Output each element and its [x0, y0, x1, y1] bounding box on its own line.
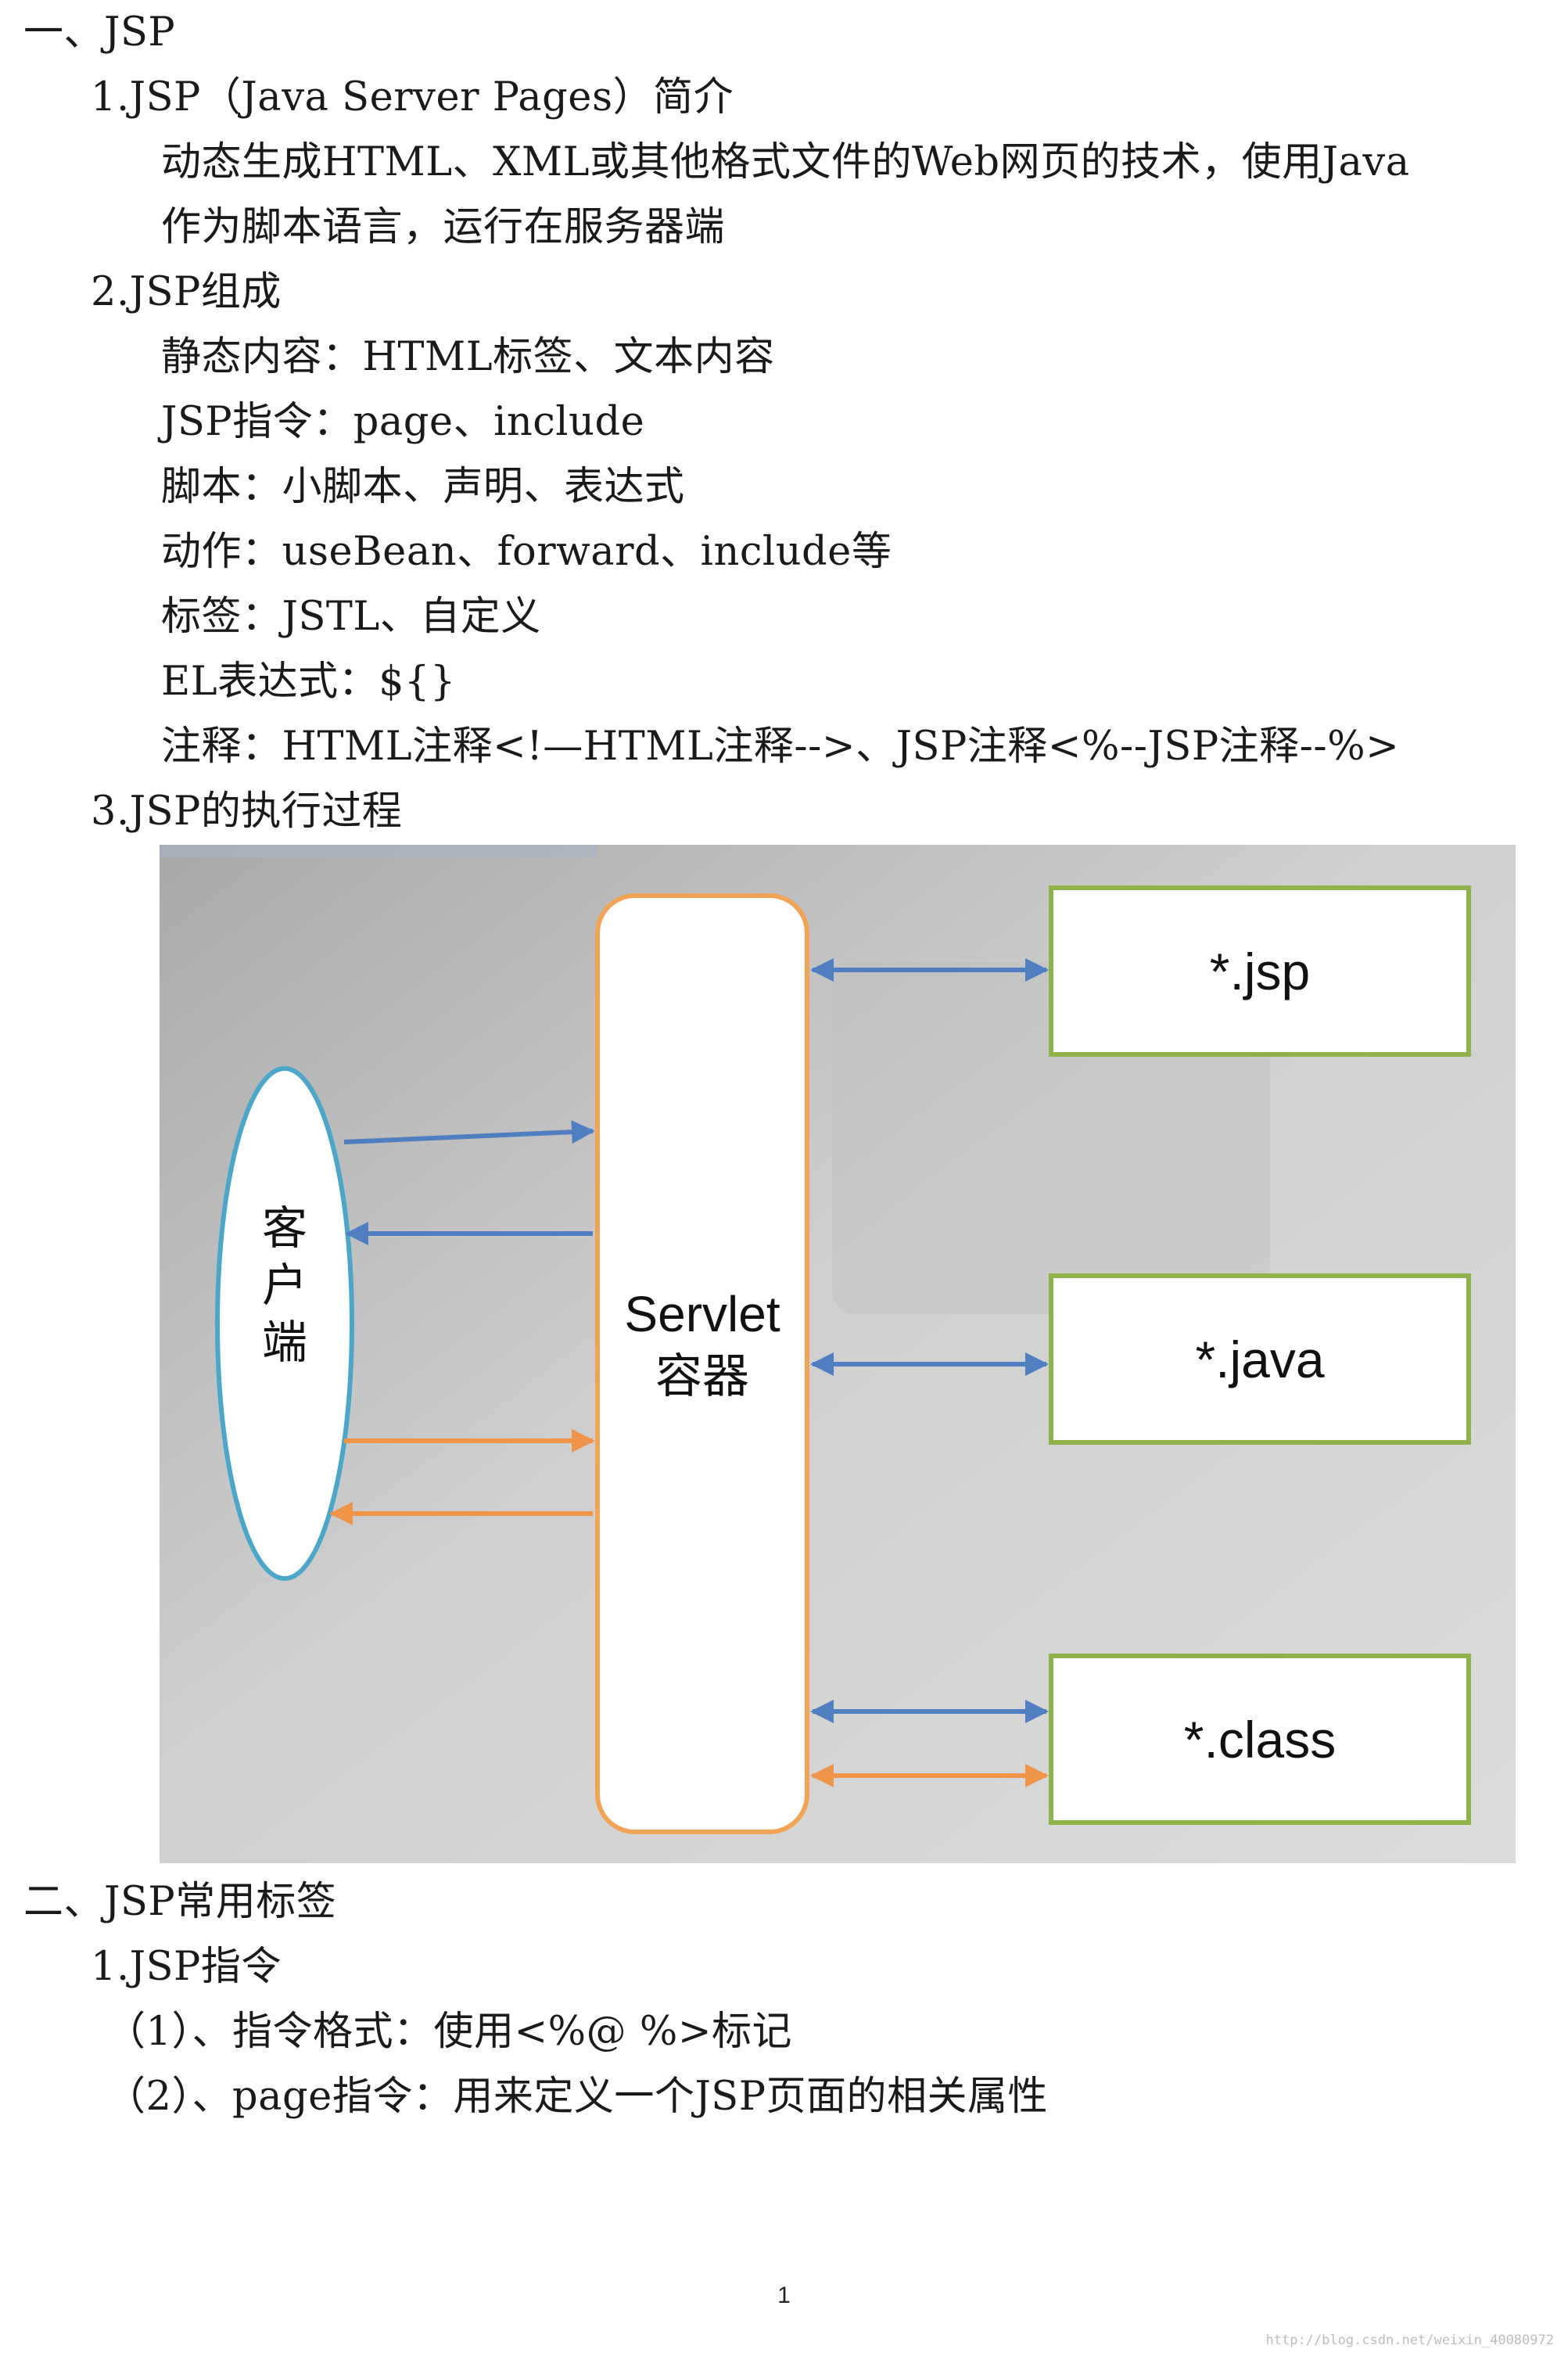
section-1-3-title: 3.JSP的执行过程 — [91, 788, 403, 835]
page-number: 1 — [777, 2282, 791, 2308]
jsp-file-box — [1049, 885, 1471, 1057]
container-label-servlet: Servlet — [624, 1286, 780, 1342]
class-file-label: *.class — [1184, 1711, 1336, 1769]
jsp-execution-diagram: 客 户 端 Servlet 容器 *.jsp *.java *.class — [160, 845, 1516, 1863]
component-item: JSP指令：page、include — [161, 399, 645, 445]
section-1-title: 一、JSP — [23, 9, 176, 56]
page-directive-item: （2）、page指令：用来定义一个JSP页面的相关属性 — [106, 2074, 1049, 2120]
watermark-url: http://blog.csdn.net/weixin_40080972 — [1265, 2333, 1554, 2348]
section-1-1-title: 1.JSP（Java Server Pages）简介 — [91, 74, 734, 120]
intro-line-1: 动态生成HTML、XML或其他格式文件的Web网页的技术，使用Java — [161, 139, 1410, 185]
client-label-char: 客 — [262, 1203, 307, 1254]
section-1-2-title: 2.JSP组成 — [91, 269, 282, 315]
directive-format-item: （1）、指令格式：使用<%@ %>标记 — [106, 2009, 793, 2055]
jsp-file-label: *.jsp — [1210, 943, 1310, 1000]
section-2-1-title: 1.JSP指令 — [91, 1944, 282, 1990]
component-item: 动作：useBean、forward、include等 — [161, 529, 892, 575]
component-item: 脚本：小脚本、声明、表达式 — [161, 464, 685, 510]
arrow-client-request-blue — [343, 1120, 595, 1144]
component-item: 标签：JSTL、自定义 — [161, 594, 541, 640]
java-file-label: *.java — [1195, 1331, 1324, 1388]
component-item: EL表达式：${} — [161, 659, 456, 705]
container-label-rongqi: 容器 — [655, 1350, 749, 1402]
client-label-char: 端 — [262, 1317, 307, 1368]
java-file-box — [1049, 1273, 1471, 1445]
servlet-container-box — [595, 893, 809, 1834]
client-ellipse — [215, 1066, 354, 1581]
component-item: 注释：HTML注释<!—HTML注释-->、JSP注释<%--JSP注释--%> — [161, 724, 1400, 770]
class-file-box — [1049, 1654, 1471, 1825]
intro-line-2: 作为脚本语言，运行在服务器端 — [161, 204, 726, 250]
component-item: 静态内容：HTML标签、文本内容 — [161, 334, 775, 380]
background-cut-off-title — [160, 845, 597, 857]
section-2-title: 二、JSP常用标签 — [23, 1879, 337, 1925]
client-label-char: 户 — [262, 1260, 307, 1311]
